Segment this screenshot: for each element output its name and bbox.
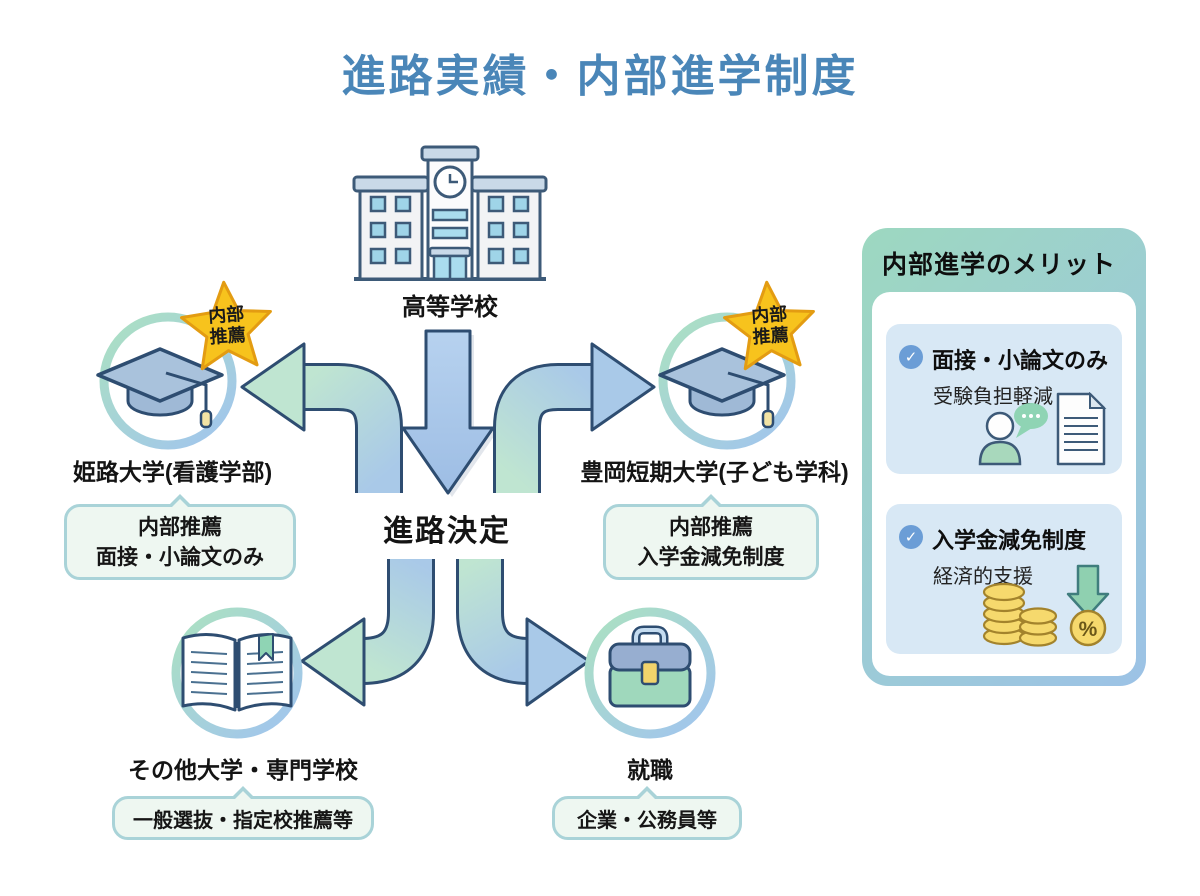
merit-panel-title: 内部進学のメリット (882, 251, 1117, 279)
merit-panel-body: ✓ 面接・小論文のみ 受験負担軽減 ✓ 入学金減免制度 経済的 (872, 292, 1136, 676)
coins-discount-icon: % (982, 564, 1110, 647)
left-university-label: 姫路大学(看護学部) (72, 459, 273, 485)
page-title: 進路実績・内部進学制度 (341, 52, 859, 101)
employment-bubble: 企業・公務員等 (552, 796, 742, 840)
ring-employment (584, 607, 716, 739)
internal-recommendation-badge: 内部 推薦 (186, 302, 269, 349)
bubble-line2: 面接・小論文のみ (96, 546, 264, 570)
merit-card-title: 入学金減免制度 (932, 528, 1087, 553)
interview-document-icon (978, 392, 1107, 466)
ring-left-univ (99, 312, 237, 450)
school-building-icon (352, 145, 548, 281)
arrow-branch-right (493, 342, 656, 493)
percent-symbol: % (1079, 618, 1098, 641)
star-badge-icon (723, 280, 815, 371)
merit-card-subtitle: 経済的支援 (933, 566, 1033, 588)
arrow-branch-bottom-left (300, 559, 435, 707)
arrow-down-center (401, 329, 497, 497)
graduation-cap-icon (96, 347, 224, 429)
right-university-bubble: 内部推薦 入学金減免制度 (603, 504, 819, 580)
bubble-text: 企業・公務員等 (577, 809, 717, 832)
merit-card-subtitle: 受験負担軽減 (933, 386, 1053, 408)
bubble-line1: 内部推薦 (669, 516, 753, 539)
star-badge-icon (180, 280, 272, 371)
check-icon: ✓ (899, 525, 923, 549)
arrow-branch-left (240, 342, 403, 493)
merit-panel: 内部進学のメリット ✓ 面接・小論文のみ 受験負担軽減 (862, 228, 1146, 686)
internal-recommendation-badge: 内部 推薦 (729, 302, 812, 349)
bubble-text: 一般選抜・指定校推薦等 (133, 809, 353, 832)
briefcase-icon (608, 625, 692, 708)
bubble-line1: 内部推薦 (138, 516, 222, 539)
arrow-branch-bottom-right (456, 559, 591, 707)
other-schools-bubble: 一般選抜・指定校推薦等 (112, 796, 374, 840)
right-university-label: 豊岡短期大学(子ども学科) (580, 459, 849, 485)
bubble-line2: 入学金減免制度 (637, 546, 785, 570)
merit-card-interview: ✓ 面接・小論文のみ 受験負担軽減 (886, 324, 1122, 474)
high-school-label: 高等学校 (402, 294, 498, 321)
ring-other-univ (171, 607, 303, 739)
open-book-icon (181, 633, 293, 712)
check-icon: ✓ (899, 345, 923, 369)
career-decision-label: 進路決定 (383, 515, 511, 548)
merit-card-fee-waiver: ✓ 入学金減免制度 経済的支援 % (886, 504, 1122, 654)
merit-card-title: 面接・小論文のみ (932, 348, 1109, 373)
left-university-bubble: 内部推薦 面接・小論文のみ (64, 504, 296, 580)
